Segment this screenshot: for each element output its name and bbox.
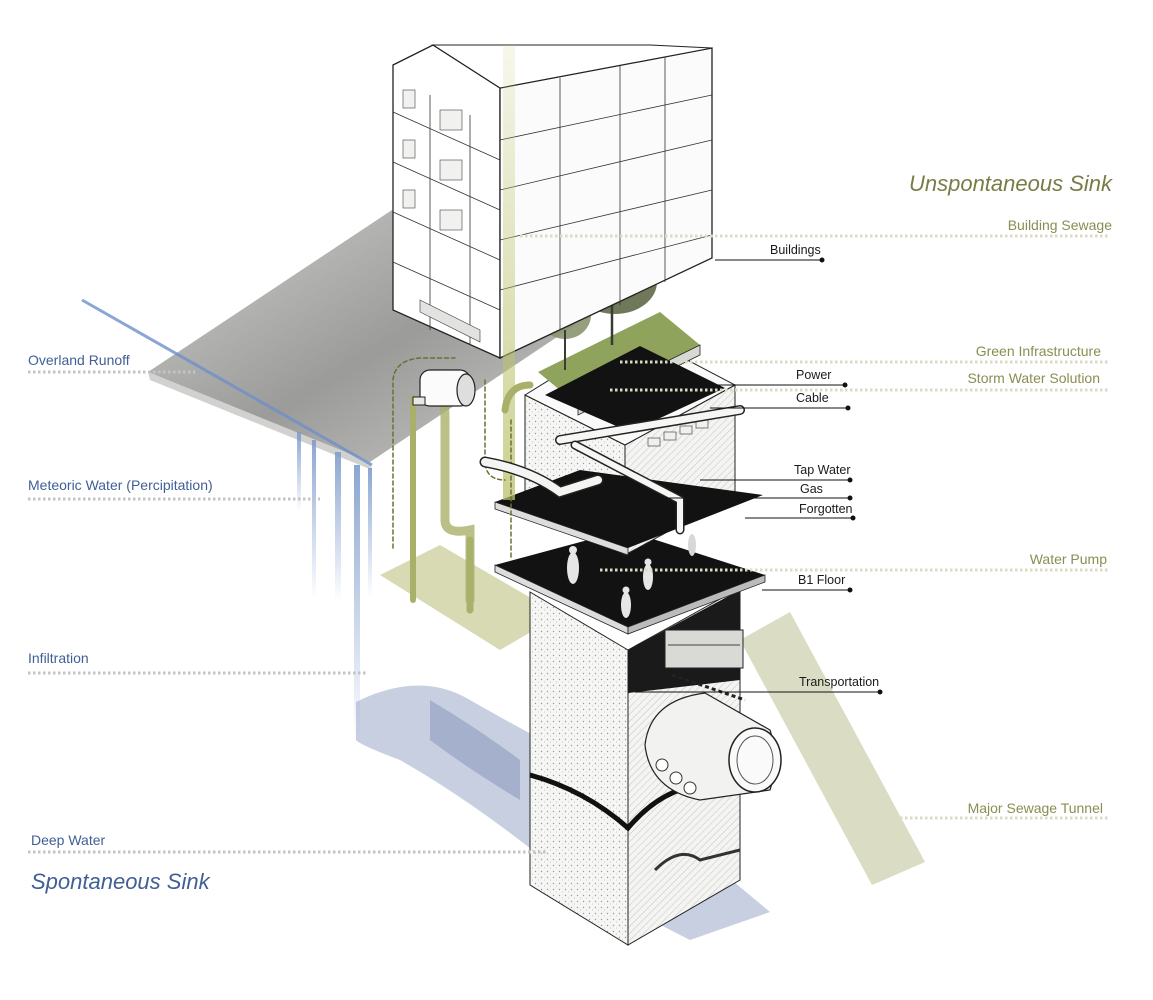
building-sewage-label: Building Sewage [1007,217,1112,233]
sewage-tunnel-band [740,612,925,885]
deep-water-label: Deep Water [31,832,106,848]
cable-layer-label: Cable [796,391,829,405]
power-layer-label: Power [796,368,832,382]
sewage-tunnel [644,692,782,801]
spontaneous-sink-title: Spontaneous Sink [31,869,210,894]
utility-pipes [479,405,745,535]
storm-water-solution-label: Storm Water Solution [967,370,1100,386]
overland-runoff-label: Overland Runoff [28,352,130,368]
transportation-layer-label: Transportation [799,675,880,689]
layer-leaders [600,257,883,695]
underground-block [529,587,746,946]
gas-layer-label: Gas [800,482,823,496]
infiltration-label: Infiltration [28,650,89,666]
b1-floor-slab [494,530,766,635]
green-downpipe-beam [503,45,515,500]
major-sewage-tunnel-label: Major Sewage Tunnel [967,800,1103,816]
apartment-building [392,44,713,360]
forgotten-layer-label: Forgotten [799,502,853,516]
infiltration-lines [81,298,373,745]
meteoric-water-label: Meteoric Water (Percipitation) [28,477,213,493]
tap-water-layer-label: Tap Water [794,463,851,477]
left-leaders [28,370,548,854]
water-pump-label: Water Pump [1029,551,1107,567]
b1-floor-layer-label: B1 Floor [798,573,846,587]
buildings-layer-label: Buildings [770,243,821,257]
water-pump [412,369,476,407]
unspontaneous-sink-title: Unspontaneous Sink [908,171,1112,196]
green-infrastructure-label: Green Infrastructure [975,343,1101,359]
right-leaders [520,234,1108,820]
